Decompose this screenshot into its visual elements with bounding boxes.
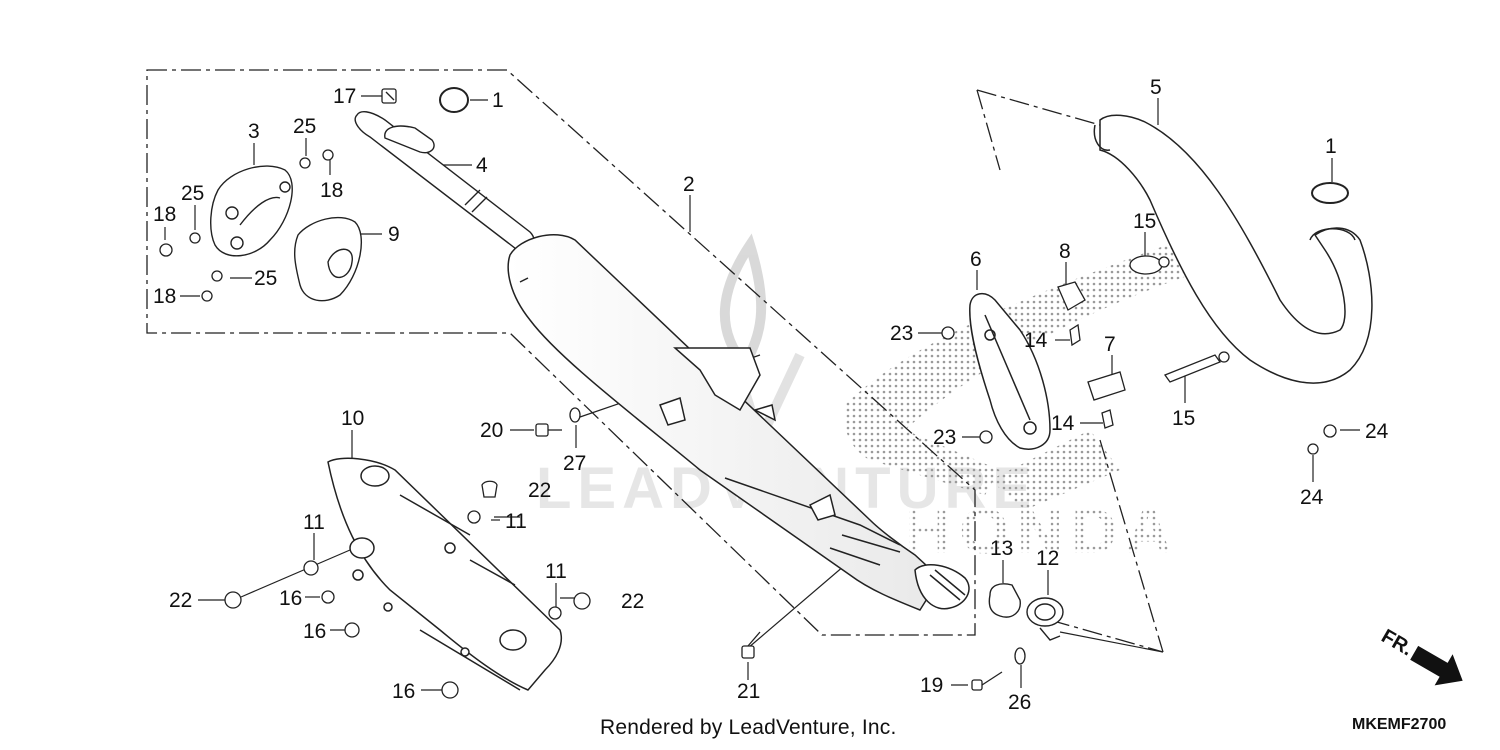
callout-label: 25 <box>293 115 316 138</box>
callout-label: 7 <box>1104 333 1116 356</box>
callout-label: 4 <box>476 154 488 177</box>
callout-label: 12 <box>1036 547 1059 570</box>
exhaust-pipe-part-5 <box>1093 114 1373 384</box>
link-pipe-part-4 <box>354 111 535 254</box>
direction-label: FR. <box>1378 625 1417 660</box>
muffler-part-2 <box>507 234 970 611</box>
bolts-center <box>535 407 1026 691</box>
muffler-protector-part-10 <box>327 457 562 691</box>
callout-label: 14 <box>1051 412 1075 435</box>
callout-label: 5 <box>1150 76 1162 99</box>
callout-label: 1 <box>1325 135 1337 158</box>
callout-label: 15 <box>1133 210 1156 233</box>
callout-label: 10 <box>341 407 364 430</box>
callout-labels: 1 17 3 25 18 4 25 18 9 18 25 18 2 5 1 6 … <box>153 76 1389 714</box>
leader-lines <box>164 95 1360 691</box>
end-cap-part-3 <box>210 165 293 257</box>
callout-label: 8 <box>1059 240 1071 263</box>
small-hardware-left <box>159 149 334 302</box>
callout-label: 23 <box>890 322 913 345</box>
callout-label: 19 <box>920 674 943 697</box>
callout-label: 11 <box>545 560 567 583</box>
callout-label: 22 <box>621 590 644 613</box>
callout-label: 11 <box>505 510 527 533</box>
band-clamp-part-12 <box>1026 597 1064 641</box>
callout-label: 17 <box>333 85 356 108</box>
callout-label: 27 <box>563 452 586 475</box>
callout-label: 3 <box>248 120 260 143</box>
footer-credit: Rendered by LeadVenture, Inc. <box>600 716 897 739</box>
gasket-part-1-left <box>439 87 469 113</box>
exhaust-pipe-protector-part-6 <box>969 293 1051 450</box>
diagram-code: MKEMF2700 <box>1352 716 1447 733</box>
callout-label: 15 <box>1172 407 1195 430</box>
callout-label: 26 <box>1008 691 1031 714</box>
callout-label: 9 <box>388 223 400 246</box>
silencer-packing-part-9 <box>293 216 362 302</box>
callout-label: 22 <box>169 589 192 612</box>
callout-label: 18 <box>153 203 176 226</box>
callout-label: 11 <box>303 511 325 534</box>
callout-label: 6 <box>970 248 982 271</box>
callout-label: 16 <box>303 620 326 643</box>
gasket-part-13 <box>988 583 1021 618</box>
callout-label: 14 <box>1024 329 1048 352</box>
group-outline-muffler <box>146 69 976 636</box>
callout-label: 13 <box>990 537 1013 560</box>
gasket-part-1-right <box>1311 182 1349 204</box>
arrow-icon <box>1410 645 1463 686</box>
callout-label: 24 <box>1300 486 1324 509</box>
callout-label: 16 <box>392 680 415 703</box>
callout-label: 21 <box>737 680 760 703</box>
group-outline-header <box>976 89 1164 653</box>
callout-label: 20 <box>480 419 503 442</box>
callout-label: 22 <box>528 479 551 502</box>
callout-label: 16 <box>279 587 302 610</box>
callout-label: 25 <box>181 182 204 205</box>
callout-label: 25 <box>254 267 277 290</box>
front-direction-arrow: FR. <box>1378 625 1463 686</box>
callout-label: 1 <box>492 89 504 112</box>
callout-label: 18 <box>320 179 343 202</box>
clamp-parts-7-8-14-15 <box>941 255 1337 455</box>
callout-label: 24 <box>1365 420 1389 443</box>
callout-label: 23 <box>933 426 956 449</box>
small-hardware-shield <box>224 480 591 699</box>
bolt-part-17 <box>381 88 397 104</box>
callout-label: 18 <box>153 285 176 308</box>
callout-label: 2 <box>683 173 695 196</box>
